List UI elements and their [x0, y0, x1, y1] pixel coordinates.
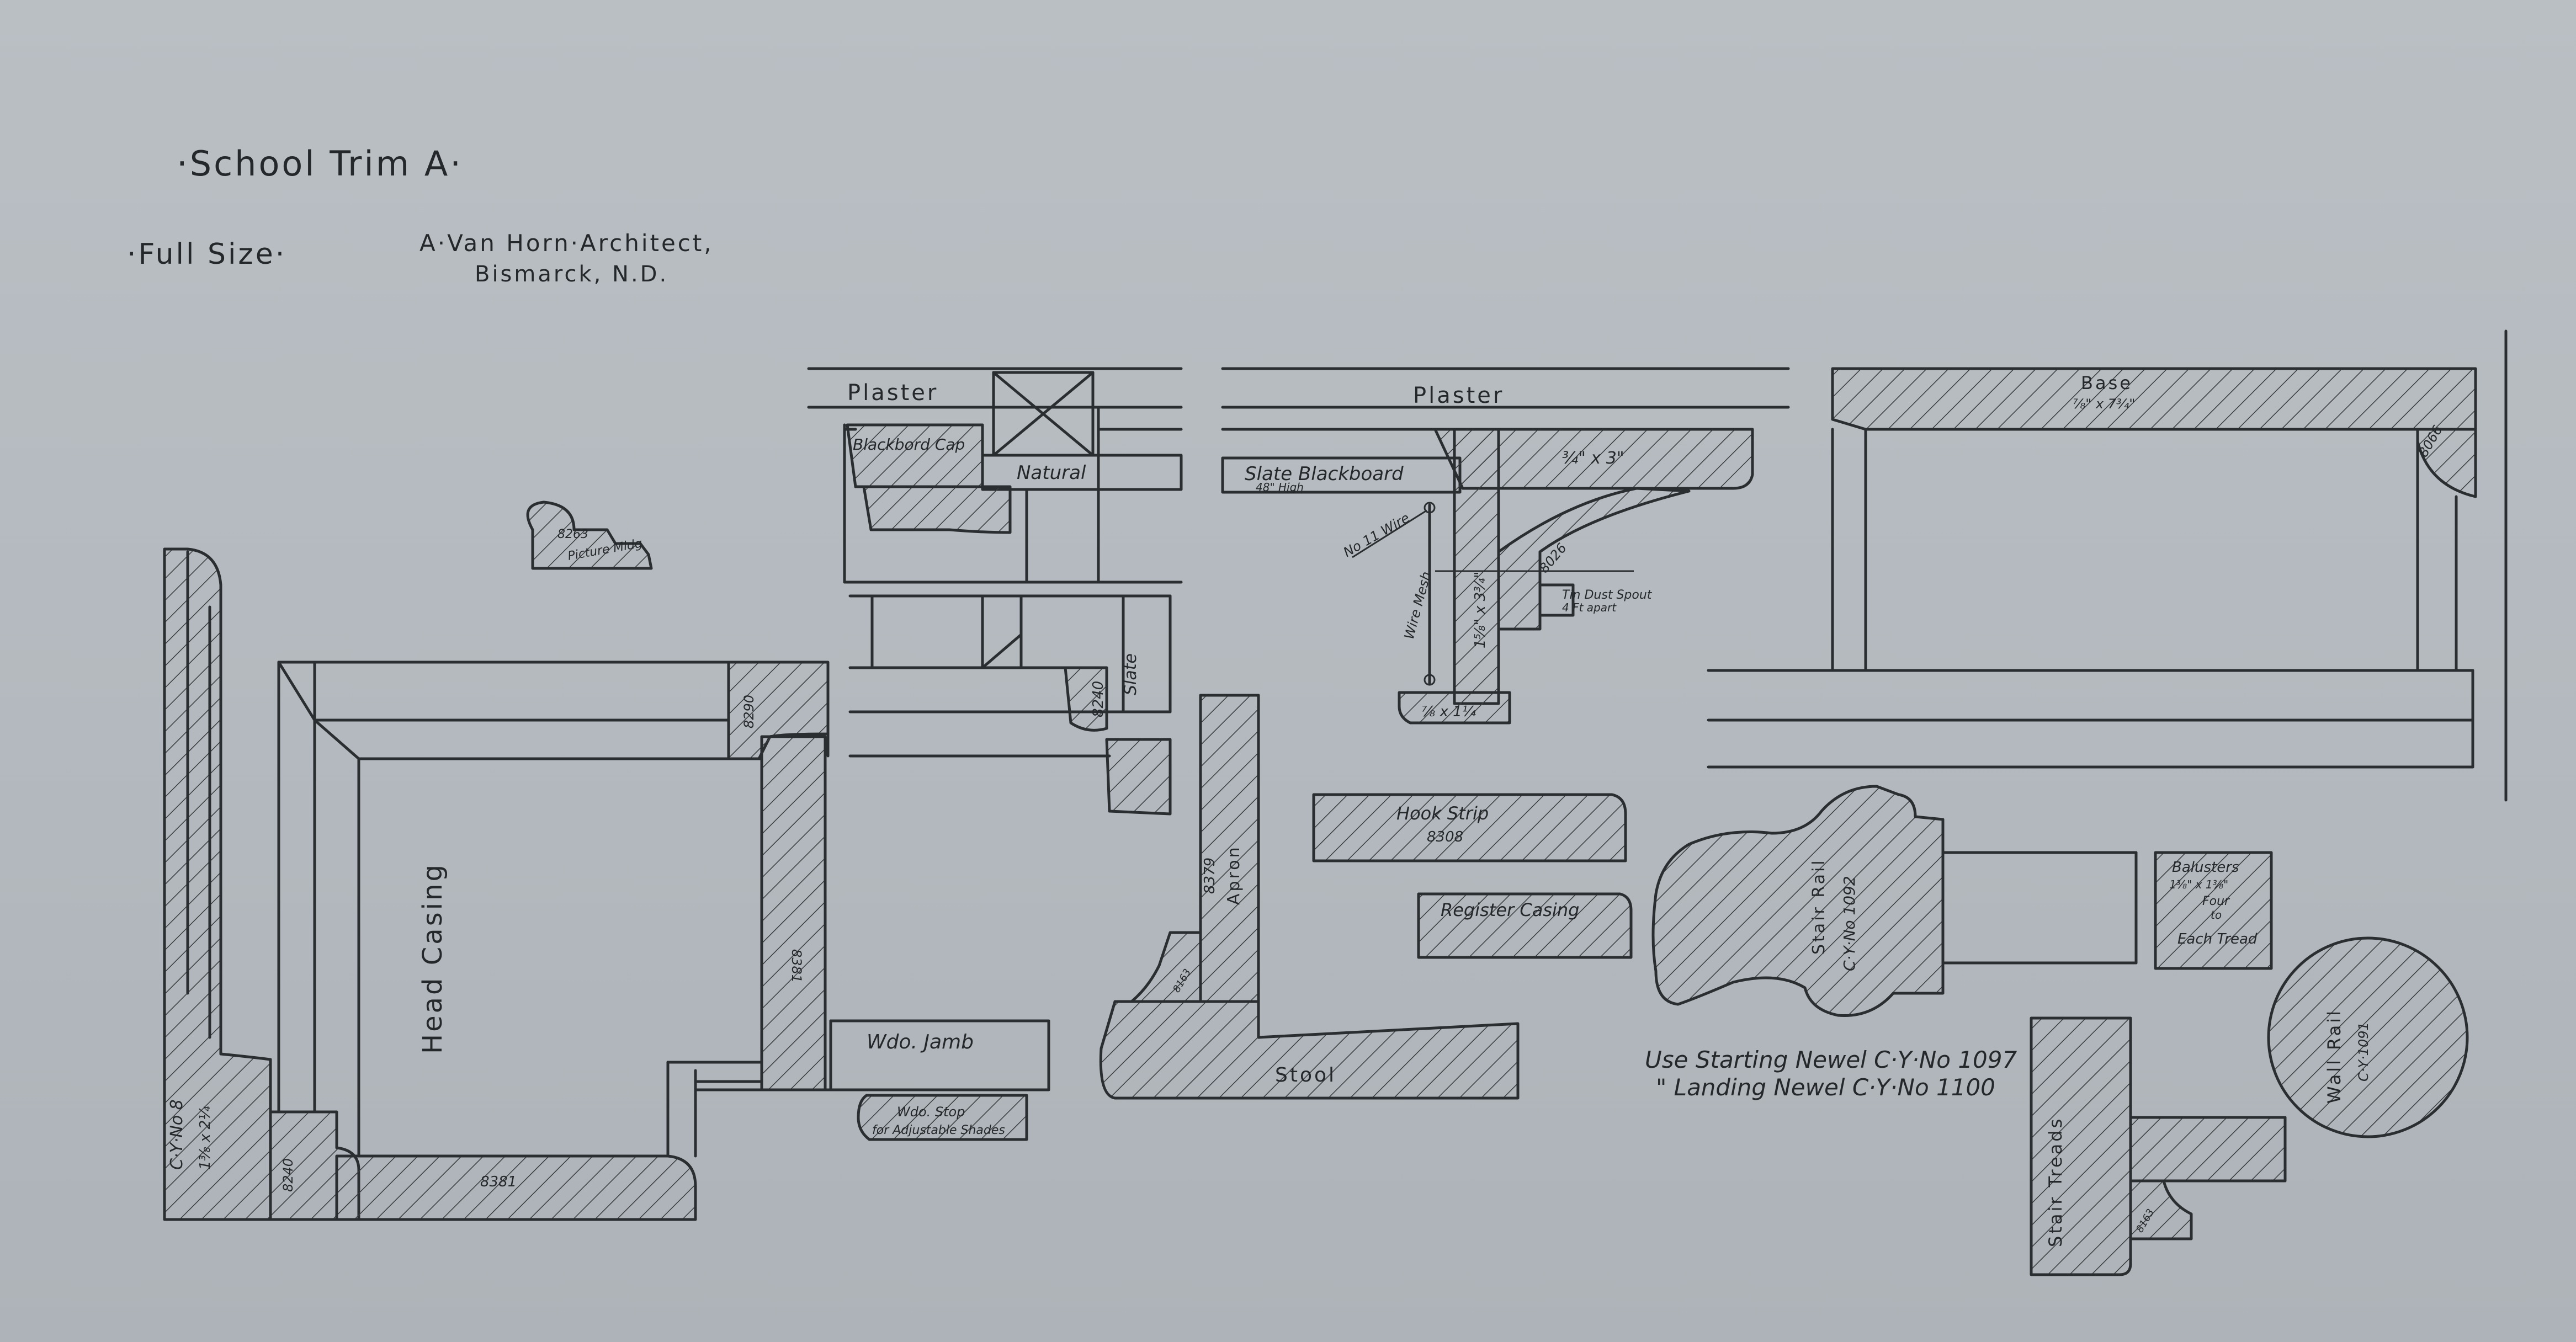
balusters-four: Four — [2202, 894, 2230, 908]
code-8240-left: 8240 — [280, 1158, 296, 1192]
size-7-8-x-1-1-4: ⅞ x 1¼ — [1421, 704, 1476, 720]
hook-strip-code: 8308 — [1427, 829, 1463, 845]
size-3-4-x-3: ¾" x 3" — [1562, 449, 1624, 468]
hook-strip: Hook Strip 8308 — [1312, 793, 1627, 862]
balusters-to: to — [2211, 908, 2222, 922]
slate-window-detail: Slate 8240 — [848, 594, 1172, 816]
base-label: Base — [2081, 372, 2133, 393]
no-11-wire-label: No 11 Wire — [1341, 510, 1412, 560]
wall-rail-code: C·Y·1091 — [2356, 1022, 2371, 1082]
picture-code: 8263 — [557, 528, 588, 541]
balusters-size: 1⅜" x 1⅜" — [2169, 878, 2228, 891]
base-detail: Base ⅞" x 7¾" 8066 — [1707, 329, 2508, 802]
head-casing-label: Head Casing — [417, 862, 448, 1054]
balusters-detail: Balusters 1⅜" x 1⅜" Four to Each Tread — [2134, 851, 2273, 970]
code-8381-vert: 8381 — [789, 949, 804, 983]
apron-label: Apron — [1224, 845, 1244, 905]
stair-rail-code: C·Y·No 1092 — [1840, 876, 1858, 971]
code-8290: 8290 — [741, 695, 757, 728]
plaster-label-right: Plaster — [1413, 383, 1504, 408]
register-casing: Register Casing — [1417, 892, 1633, 959]
size-1-5-8-x-3-3-4: 1⅝" x 3¾" — [1472, 572, 1489, 648]
hook-strip-label: Hook Strip — [1396, 803, 1489, 824]
four-ft-apart-label: 4 Ft apart — [1562, 601, 1617, 614]
tin-dust-spout-label: Tin Dust Spout — [1562, 588, 1653, 602]
cy-no-8-label: C·Y·No 8 — [167, 1099, 187, 1170]
slate-blackboard-detail: Plaster Slate Blackboard 48" High ¾" x 3… — [1221, 367, 1790, 725]
stair-rail-label: Stair Rail — [1809, 858, 1829, 955]
slate-blackboard-height: 48" High — [1256, 481, 1304, 494]
architect-city: Bismarck, N.D. — [475, 262, 668, 287]
stair-treads: Stair Treads 8163 — [2030, 1016, 2287, 1276]
blackboard-cap-label: Blackbord Cap — [853, 435, 965, 454]
plaster-label-left: Plaster — [847, 380, 938, 406]
blackboard-cap-detail: Plaster Blackbord Cap Natural — [807, 367, 1183, 584]
newel-note-1: Use Starting Newel C·Y·No 1097 — [1645, 1046, 2017, 1073]
register-casing-label: Register Casing — [1441, 899, 1579, 920]
wall-rail: Wall Rail C·Y·1091 — [2267, 936, 2469, 1138]
code-8381-bottom: 8381 — [480, 1174, 517, 1190]
wdo-stop-label: Wdo. Stop — [897, 1104, 965, 1120]
newel-note-2: " Landing Newel C·Y·No 1100 — [1656, 1074, 1995, 1101]
architect-name: A·Van Horn·Architect, — [419, 230, 714, 257]
apron-code: 8379 — [1202, 858, 1218, 894]
scale-note: ·Full Size· — [127, 238, 286, 271]
natural-label: Natural — [1017, 462, 1086, 484]
stair-rail: Stair Rail C·Y·No 1092 — [1651, 785, 2138, 1017]
stair-treads-label: Stair Treads — [2045, 1117, 2066, 1247]
picture-moulding: 8263 Picture Mldg — [526, 500, 653, 570]
base-size-label: ⅞" x 7¾" — [2073, 396, 2135, 412]
slate-blackboard-label: Slate Blackboard — [1245, 463, 1404, 485]
wall-rail-label: Wall Rail — [2324, 1009, 2345, 1104]
cy-no-8-size: 1⅜ x 2¼ — [197, 1106, 214, 1170]
balusters-label: Balusters — [2172, 859, 2239, 876]
code-8240-mid: 8240 — [1090, 681, 1107, 717]
head-casing-assembly: C·Y·No 8 1⅜ x 2¼ 8240 8290 8381 Head Cas… — [163, 547, 1050, 1221]
wdo-jamb-label: Wdo. Jamb — [867, 1031, 974, 1053]
stool-label: Stool — [1275, 1064, 1336, 1087]
adjustable-shades-label: for Adjustable Shades — [872, 1123, 1005, 1137]
apron-stool-detail: 8379 Apron 8163 Stool — [1099, 694, 1520, 1100]
slate-label: Slate — [1121, 653, 1140, 695]
each-tread-label: Each Tread — [2177, 931, 2258, 947]
sheet-title: ·School Trim A· — [177, 143, 463, 184]
